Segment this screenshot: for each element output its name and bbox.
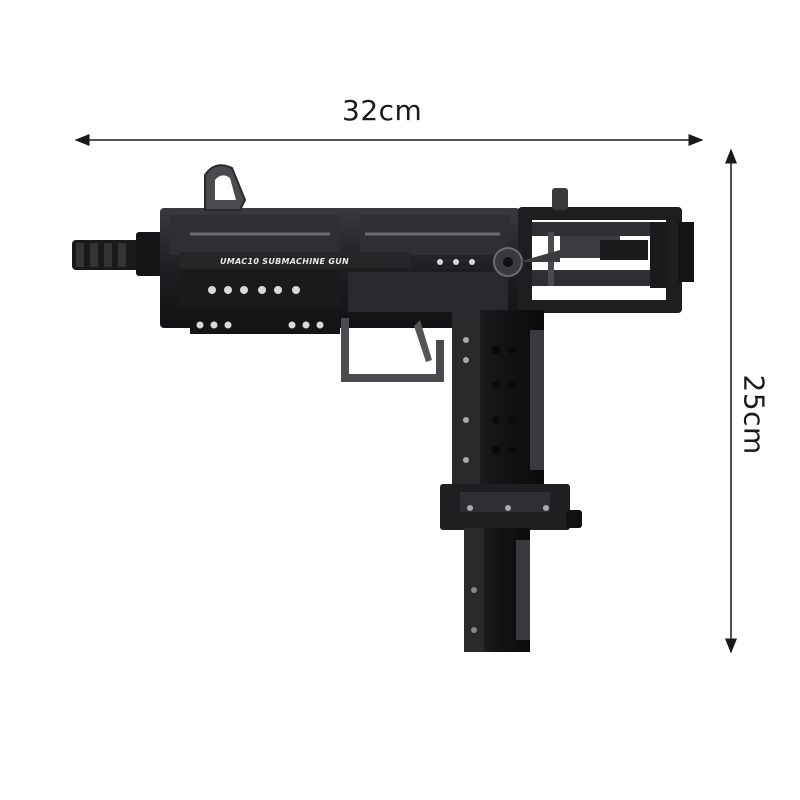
trigger: [414, 320, 432, 362]
trigger-guard: [341, 318, 444, 382]
magazine: [464, 528, 530, 652]
pin-holes: [196, 259, 475, 329]
pistol-grip: [452, 310, 544, 490]
smg-model: UMAC10 SUBMACHINE GUN: [72, 164, 694, 652]
muzzle-brake: [72, 232, 162, 276]
width-dimension-label: 32cm: [342, 94, 423, 127]
folding-stock: [493, 188, 694, 313]
model-engraving: UMAC10 SUBMACHINE GUN: [220, 257, 349, 266]
